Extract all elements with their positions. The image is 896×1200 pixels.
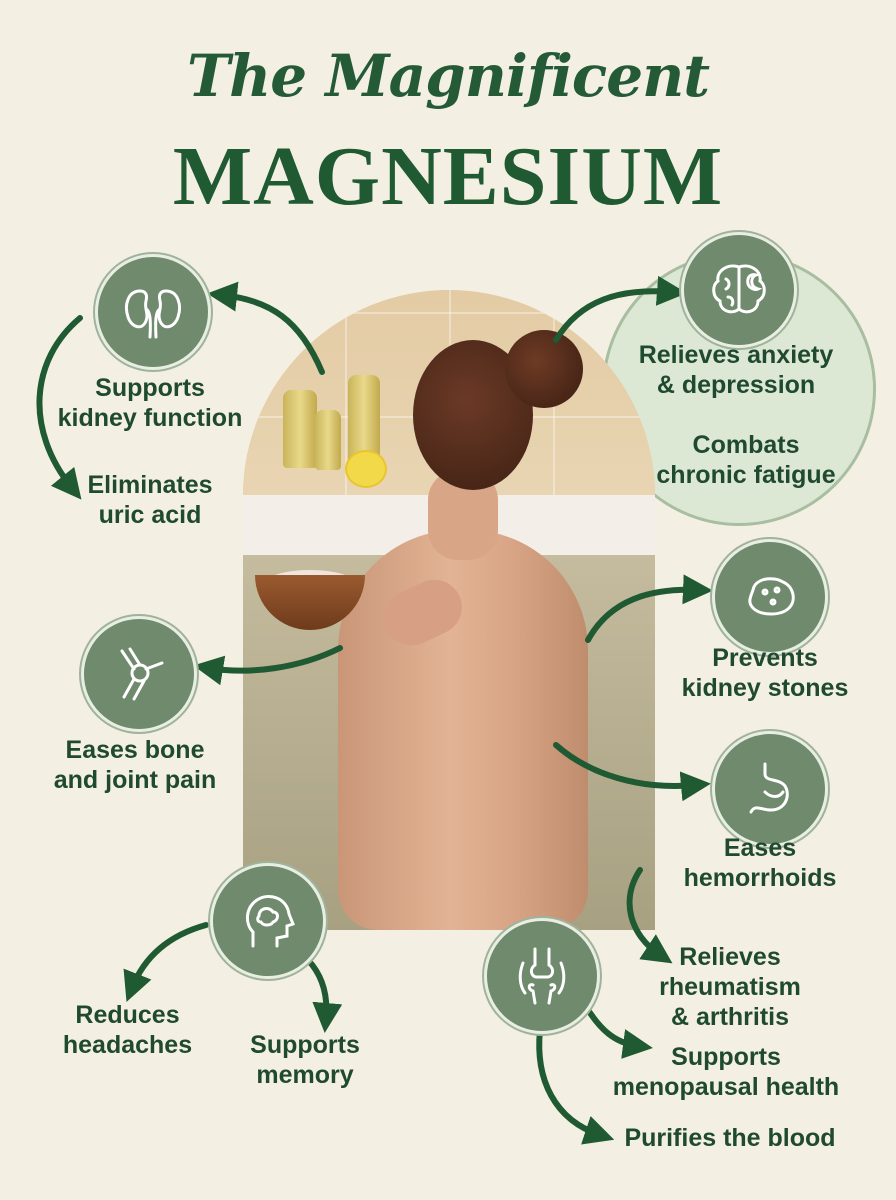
joint-icon bbox=[81, 616, 197, 732]
arrow-to-rheumatism bbox=[626, 867, 673, 964]
kidneys-icon bbox=[95, 254, 211, 370]
arrow-to-stones bbox=[585, 574, 713, 643]
brain-moon-icon bbox=[681, 232, 797, 348]
arrow-to-hemorrhoids bbox=[553, 742, 711, 802]
arrow-to-uric bbox=[36, 315, 83, 500]
arrow-to-memory bbox=[305, 957, 343, 1033]
title-script: The Magnificent bbox=[186, 42, 710, 110]
arrow-to-menopause bbox=[582, 1002, 653, 1059]
head-profile-icon bbox=[210, 863, 326, 979]
arrow-to-headaches bbox=[123, 922, 209, 1002]
arrow-to-blood bbox=[536, 1027, 615, 1145]
page-title: MAGNESIUM bbox=[172, 130, 724, 223]
label-anxiety: Relieves anxiety& depression bbox=[638, 341, 834, 399]
kidney-stone-icon bbox=[712, 539, 828, 655]
arrow-to-bone bbox=[193, 645, 343, 686]
knee-joint-icon bbox=[484, 918, 600, 1034]
arrow-to-brain bbox=[553, 275, 687, 343]
stomach-icon bbox=[712, 731, 828, 847]
bath-photo bbox=[243, 290, 655, 930]
arrow-to-kidney bbox=[207, 281, 325, 375]
label-purifies-blood: Purifies the blood bbox=[624, 1124, 836, 1152]
